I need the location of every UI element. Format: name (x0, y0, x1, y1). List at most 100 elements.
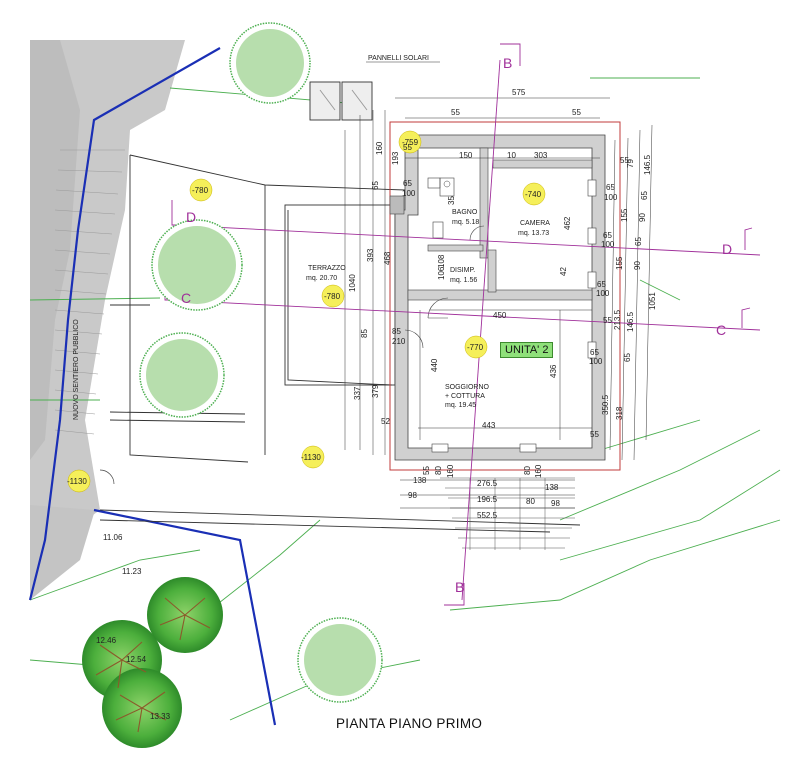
dim-210: 210 (392, 337, 406, 346)
dim-90a: 90 (638, 213, 647, 222)
dim-450: 450 (493, 311, 507, 320)
spot-1333: 13.33 (150, 712, 171, 721)
dim-98b: 98 (551, 499, 560, 508)
dim-155b: 155 (615, 256, 624, 270)
bagno-name: BAGNO (452, 209, 478, 216)
dim-436: 436 (549, 364, 558, 378)
dim-1040: 1040 (348, 274, 357, 292)
dim-213: 213.5 (613, 309, 622, 330)
dim-193: 193 (391, 151, 400, 165)
dim-85b: 85 (392, 327, 401, 336)
dim-79: 79 (626, 159, 635, 168)
dim-100a: 100 (402, 189, 416, 198)
dim-65f: 65 (634, 237, 643, 246)
section-c-right: C (716, 322, 726, 338)
dim-65h: 65 (590, 348, 599, 357)
level-780b: -780 (324, 292, 341, 301)
dim-146a: 146.5 (643, 154, 652, 175)
section-b-bottom: B (455, 579, 464, 595)
dim-35: 35 (447, 196, 456, 205)
dim-65e: 65 (603, 231, 612, 240)
level-markers (67, 130, 546, 493)
level-740: -740 (525, 190, 542, 199)
dim-155a: 155 (620, 208, 629, 222)
section-c-left: C (181, 290, 191, 306)
dim-160b: 160 (534, 464, 543, 478)
level-759: -759 (402, 138, 419, 147)
soggiorno-area: mq. 19.45 (445, 402, 476, 409)
dim-65b: 65 (403, 179, 412, 188)
building-walls (99, 121, 621, 485)
level-1130a: -1130 (301, 453, 321, 462)
dim-3505: 350.5 (601, 394, 610, 415)
dim-100c: 100 (601, 240, 615, 249)
dim-65c: 65 (606, 183, 615, 192)
dim-55b: 55 (572, 108, 581, 117)
section-lines (164, 43, 761, 606)
dim-462: 462 (563, 216, 572, 230)
dim-160a: 160 (446, 464, 455, 478)
dim-42: 42 (559, 267, 568, 276)
dim-52: 52 (381, 417, 390, 426)
bagno-area: mq. 5.18 (452, 219, 479, 226)
dim-160: 160 (375, 141, 384, 155)
dim-108: 108 (437, 254, 446, 268)
terrazzo-name: TERRAZZO (308, 265, 346, 272)
dim-80b: 80 (523, 466, 532, 475)
camera-name: CAMERA (520, 220, 550, 227)
spot-1246: 12.46 (96, 636, 117, 645)
dim-55g: 55 (403, 143, 412, 152)
section-d-right: D (722, 241, 732, 257)
dim-90b: 90 (633, 261, 642, 270)
disimp-name: DISIMP. (450, 267, 475, 274)
dim-65i: 65 (623, 353, 632, 362)
disimp-area: mq. 1.56 (450, 277, 477, 284)
dim-55f: 55 (422, 466, 431, 475)
solar-panels (309, 81, 373, 121)
dim-85a: 85 (360, 329, 369, 338)
dim-65d: 65 (640, 191, 649, 200)
dim-65a: 65 (371, 181, 380, 190)
dimension-lines (344, 97, 653, 509)
dim-100d: 100 (596, 289, 610, 298)
unit-label: UNITA' 2 (500, 342, 554, 358)
property-boundary (28, 47, 277, 726)
dim-318: 318 (615, 406, 624, 420)
dim-575: 575 (512, 88, 526, 97)
spot-1254: 12.54 (126, 655, 147, 664)
dim-1965: 196.5 (477, 495, 498, 504)
spot-1123: 11.23 (122, 567, 142, 576)
dim-379: 379 (371, 384, 380, 398)
dim-98a: 98 (408, 491, 417, 500)
camera-area: mq. 13.73 (518, 230, 549, 237)
dim-440: 440 (430, 358, 439, 372)
terrace-outline (99, 154, 581, 533)
dim-2765: 276.5 (477, 479, 498, 488)
trees (82, 22, 383, 748)
dim-55e: 55 (590, 430, 599, 439)
level-780a: -780 (192, 186, 209, 195)
road-area (30, 40, 185, 600)
dim-303: 303 (534, 151, 548, 160)
soggiorno-name2: + COTTURA (445, 393, 485, 400)
dim-5525: 552.5 (477, 511, 498, 520)
dim-80c: 80 (526, 497, 535, 506)
solar-panels-label: PANNELLI SOLARI (368, 55, 429, 62)
dim-106: 106 (437, 266, 446, 280)
level-1130b: -1130 (67, 477, 87, 486)
dim-100e: 100 (589, 357, 603, 366)
dim-55a: 55 (451, 108, 460, 117)
public-path-label: NUOVO SENTIERO PUBBLICO (73, 319, 80, 420)
dim-468: 468 (383, 251, 392, 265)
section-d-left: D (186, 209, 196, 225)
dim-100b: 100 (604, 193, 618, 202)
plan-title: PIANTA PIANO PRIMO (336, 716, 483, 731)
dim-55c: 55 (620, 156, 629, 165)
section-b-top: B (503, 55, 512, 71)
dim-80a: 80 (434, 466, 443, 475)
dim-146b: 146.5 (626, 311, 635, 332)
soggiorno-name: SOGGIORNO (445, 384, 490, 391)
dim-10: 10 (507, 151, 516, 160)
level-770: -770 (467, 343, 484, 352)
